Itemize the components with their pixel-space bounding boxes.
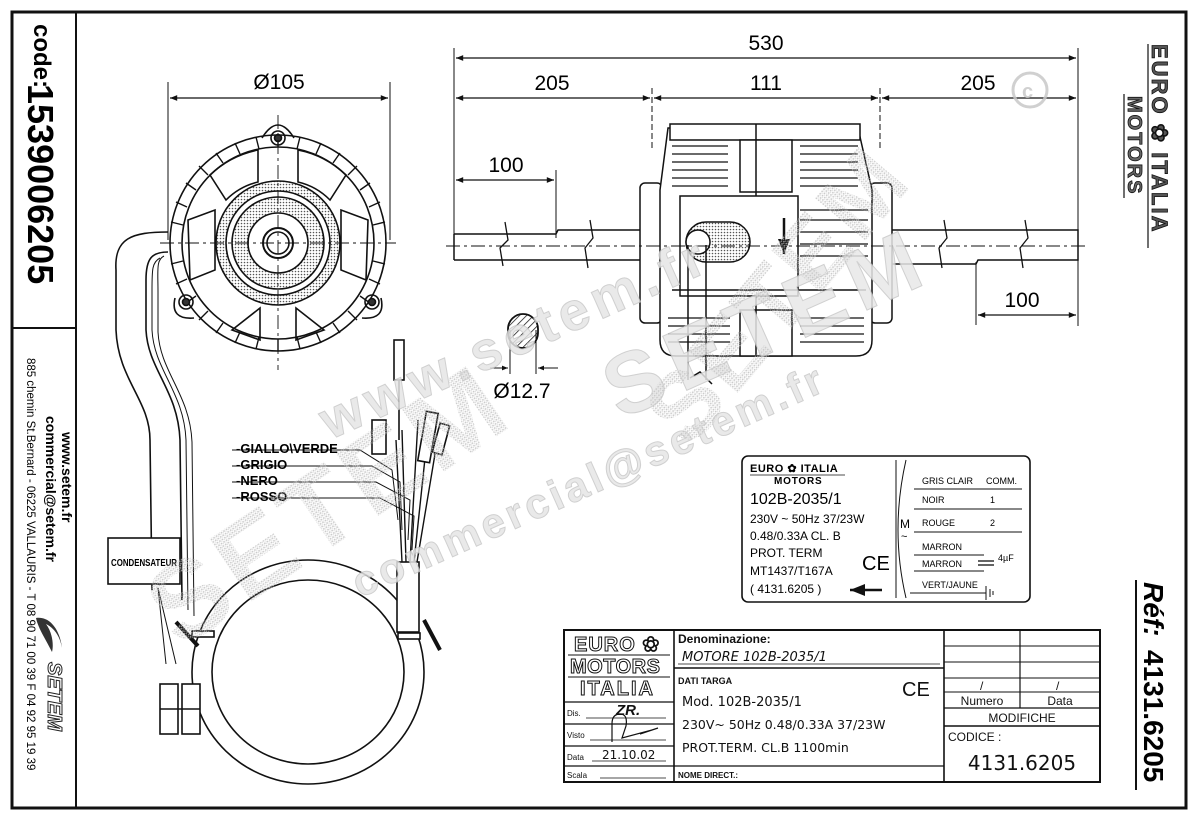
wire-label-giallo-verde: -GIALLO\VERDE <box>236 441 338 456</box>
wiring-row-noir: NOIR <box>922 495 945 505</box>
dim-text-flat-right: 100 <box>1004 289 1039 312</box>
wiring-capacitor-value: 4µF <box>998 553 1014 563</box>
dim-text-diameter-105: Ø105 <box>253 71 304 94</box>
tb-slash-data: / <box>1056 679 1060 693</box>
wiring-row-noir-value: 1 <box>990 495 995 505</box>
wiring-row-vert-jaune: VERT/JAUNE <box>922 580 978 590</box>
tb-dis-value: ZR. <box>615 702 640 719</box>
wire-label-rosso: -ROSSO <box>236 489 287 504</box>
nameplate-line4: MT1437/T167A <box>750 564 833 578</box>
dim-text-flat-left: 100 <box>488 154 523 177</box>
tb-model: Mod. 102B-2035/1 <box>682 695 802 710</box>
capacitor-label: CONDENSATEUR <box>111 557 177 569</box>
nameplate-ac-symbol: ~ <box>901 531 907 543</box>
wiring-row-marron-1: MARRON <box>922 542 962 552</box>
cable-harness <box>115 231 451 785</box>
motor-front-view <box>160 82 396 370</box>
shaft-section <box>490 313 558 374</box>
visto-signature <box>611 713 659 742</box>
bird-icon <box>36 617 62 652</box>
dim-text-overall-530: 530 <box>748 32 783 55</box>
nameplate-line3: PROT. TERM <box>750 546 822 560</box>
tb-electrical-ratings: 230V~ 50Hz 0.48/0.33A 37/23W <box>682 717 885 732</box>
dim-text-body: 111 <box>750 72 782 95</box>
ref-label: Réf: <box>1138 582 1169 636</box>
address-text: 885 chemin St.Bernard - 06225 VALLAURIS … <box>24 358 36 770</box>
code-label: code: <box>28 24 55 88</box>
wiring-header-comm: COMM. <box>986 476 1017 486</box>
tb-dati-targa-label: DATI TARGA <box>678 676 733 686</box>
tb-logo-line2: MOTORS <box>570 656 660 678</box>
dimension-labels: Ø105 530 205 111 205 100 100 Ø12.7 <box>253 32 1039 403</box>
tb-denominazione-value: MOTORE 102B-2035/1 <box>682 650 827 665</box>
watermark-copyright-icon <box>1011 71 1049 109</box>
setem-logo-text: SETEM <box>43 662 65 732</box>
tb-slash-numero: / <box>980 679 984 693</box>
logo-line2: MOTORS <box>1123 96 1145 195</box>
wiring-row-marron-2: MARRON <box>922 559 962 569</box>
wire-label-nero: -NERO <box>236 473 278 488</box>
tb-data-label: Data <box>567 753 584 762</box>
euro-italia-logo-vertical: EURO ✿ ITALIA MOTORS <box>1123 44 1172 248</box>
setem-logo: SETEM <box>36 617 66 733</box>
nameplate-brand-line2: MOTORS <box>774 476 823 487</box>
tb-denominazione-label: Denominazione: <box>678 632 771 646</box>
title-block-text: EURO ✿ MOTORS ITALIA Dis. ZR. Visto Data… <box>567 632 1076 780</box>
tb-logo-line3: ITALIA <box>580 678 655 700</box>
tb-modifiche-label: MODIFICHE <box>988 711 1055 725</box>
tb-codice-label: CODICE : <box>948 730 1001 744</box>
dim-text-shaft-left: 205 <box>534 72 569 95</box>
email-link[interactable]: commercial@setem.fr <box>43 416 59 562</box>
ground-symbol <box>985 586 994 600</box>
nameplate-line5: ( 4131.6205 ) <box>750 582 821 596</box>
dim-text-shaft-diameter: Ø12.7 <box>493 380 550 403</box>
tb-protection: PROT.TERM. CL.B 1100min <box>682 740 849 755</box>
tb-visto-label: Visto <box>567 731 585 740</box>
code-value: 1539006205 <box>20 84 61 284</box>
nameplate-model: 102B-2035/1 <box>750 491 842 508</box>
tb-dis-label: Dis. <box>567 709 581 718</box>
wiring-row-rouge: ROUGE <box>922 518 955 528</box>
nameplate-line1: 230V ~ 50Hz 37/23W <box>750 512 865 526</box>
right-strip: EURO ✿ ITALIA MOTORS Réf: 4131.6205 <box>1123 44 1172 790</box>
dim-text-shaft-right: 205 <box>960 72 995 95</box>
svg-text:c: c <box>1022 81 1033 103</box>
capacitor-label-box: CONDENSATEUR <box>107 537 181 585</box>
nameplate-ce-mark: CE <box>862 553 890 575</box>
tb-logo-line1: EURO ✿ <box>574 634 660 656</box>
nameplate-brand-line1: EURO ✿ ITALIA <box>750 463 838 475</box>
wire-labels: -GIALLO\VERDE -GRIGIO -NERO -ROSSO <box>236 441 338 504</box>
title-block-logo: EURO ✿ MOTORS ITALIA <box>570 634 661 701</box>
wiring-row-rouge-value: 2 <box>990 518 995 528</box>
ref-value: 4131.6205 <box>1138 650 1169 782</box>
nameplate-motor-symbol: M <box>900 517 910 531</box>
logo-line1: EURO ✿ ITALIA <box>1147 44 1172 233</box>
tb-data-col-label: Data <box>1047 694 1073 708</box>
wire-label-grigio: -GRIGIO <box>236 457 287 472</box>
tb-data-value: 21.10.02 <box>602 748 655 762</box>
tb-ce-mark: CE <box>902 679 930 701</box>
wiring-header-gris-clair: GRIS CLAIR <box>922 476 974 486</box>
website-link[interactable]: www.setem.fr <box>59 431 75 523</box>
tb-numero-label: Numero <box>961 694 1004 708</box>
left-strip: code: 1539006205 www.setem.fr commercial… <box>20 24 75 770</box>
tb-scala-label: Scala <box>567 771 588 780</box>
tb-codice-value: 4131.6205 <box>968 751 1076 775</box>
motor-side-view <box>446 48 1086 385</box>
tb-nome-direct-label: NOME DIRECT.: <box>678 771 738 780</box>
nameplate-line2: 0.48/0.33A CL. B <box>750 529 841 543</box>
nameplate-label: EURO ✿ ITALIA MOTORS 102B-2035/1 230V ~ … <box>741 455 1031 603</box>
